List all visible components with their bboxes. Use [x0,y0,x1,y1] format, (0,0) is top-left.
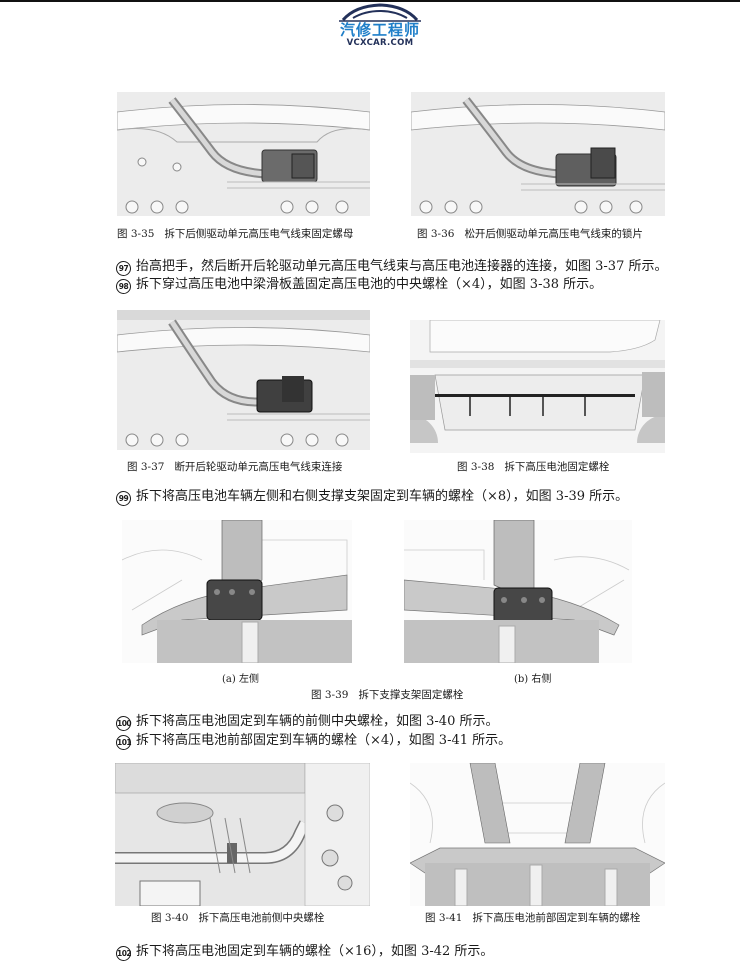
car-logo-icon [339,3,421,22]
step-number-badge: 102 [116,946,132,961]
logo-chinese-text: 汽修工程师 [339,21,420,39]
figure-3-38-image [410,320,665,453]
figure-3-36-image [411,92,665,216]
step-number-badge: 98 [116,279,131,294]
figure-3-39a-image [122,520,352,663]
logo-domain-text: VCXCAR.COM [346,38,414,48]
step-number-badge: 97 [116,261,131,276]
figure-3-39a-label: (a) 左侧 [222,674,259,685]
page-top-rule [0,0,740,2]
step-number-badge: 99 [116,491,131,506]
site-logo: 汽修工程师 VCXCAR.COM [326,2,434,52]
step-number-badge: 100 [116,716,132,731]
figure-3-35-image [117,92,370,216]
step-number-badge: 101 [116,735,132,750]
figure-3-37-image [117,310,370,450]
figure-3-40-image [115,763,370,906]
figure-3-39b-image [404,520,632,663]
figure-3-39b-label: (b) 右侧 [514,674,552,685]
figure-3-41-image [410,763,665,906]
